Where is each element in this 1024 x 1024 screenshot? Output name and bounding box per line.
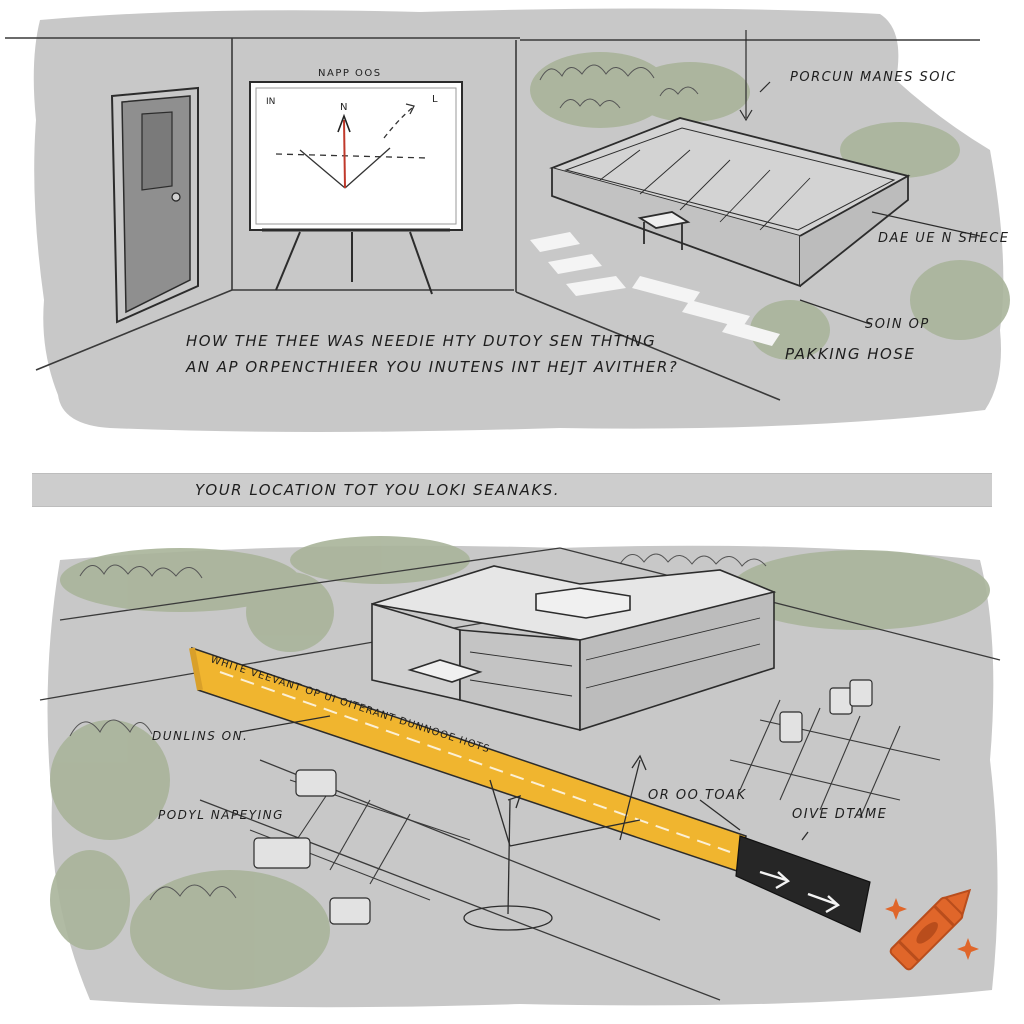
sparkle-icon [885, 898, 979, 960]
top-label-1: PORCUN MANES SOIC [790, 70, 957, 85]
top-label-3: SOIN OP [865, 317, 930, 332]
arrow-icon [759, 870, 841, 914]
board-letter-in: IN [266, 97, 275, 107]
divider-bar [32, 473, 992, 507]
bottom-label-2: PODYL NAPEYING [158, 808, 284, 822]
highlight-route [189, 646, 871, 933]
top-label-4: PAKKING HOSE [785, 345, 916, 363]
top-tree-scribbles [539, 64, 699, 109]
board-letter-n: N [340, 102, 347, 113]
top-caption-line-1: HOW THE THEE WAS NEEDIE HTY DUTOY SEN TH… [186, 332, 657, 350]
top-crosswalk [530, 232, 780, 346]
rooftop-box [549, 117, 911, 288]
board-letter-l: L [432, 94, 438, 105]
crayon-icon [889, 888, 972, 971]
top-foliage [530, 52, 1010, 360]
top-label-2: DAE UE N SHECE [878, 231, 1010, 246]
bottom-label-3: OR OO TOAK [648, 788, 747, 803]
door-icon [110, 86, 199, 324]
bottom-foliage [50, 536, 990, 990]
parked-cars [253, 679, 873, 925]
bottom-label-1: DUNLINS ON. [152, 729, 249, 743]
top-annotation-lines [739, 30, 981, 325]
bottom-tree-scribbles [69, 553, 767, 901]
room-walls [5, 37, 980, 401]
ground-lines [39, 547, 1001, 1001]
board-title: NAPP OOS [318, 68, 382, 79]
bottom-sketch-panel: WHITE VEEVANT OP UI OITERANT DUNNOOE HOT… [39, 536, 1001, 1008]
top-caption-line-2: AN AP ORPENCTHIEER YOU INUTENS INT HEJT … [186, 358, 679, 376]
bottom-annotations [239, 715, 809, 931]
divider-text: YOUR LOCATION TOT YOU LOKI SEANAKS. [195, 481, 561, 499]
whiteboard-icon: IN N L [249, 81, 463, 295]
bottom-label-4: OIVE DTAME [792, 807, 888, 822]
top-sketch-panel: IN N L [5, 8, 1010, 432]
office-building [371, 565, 777, 732]
